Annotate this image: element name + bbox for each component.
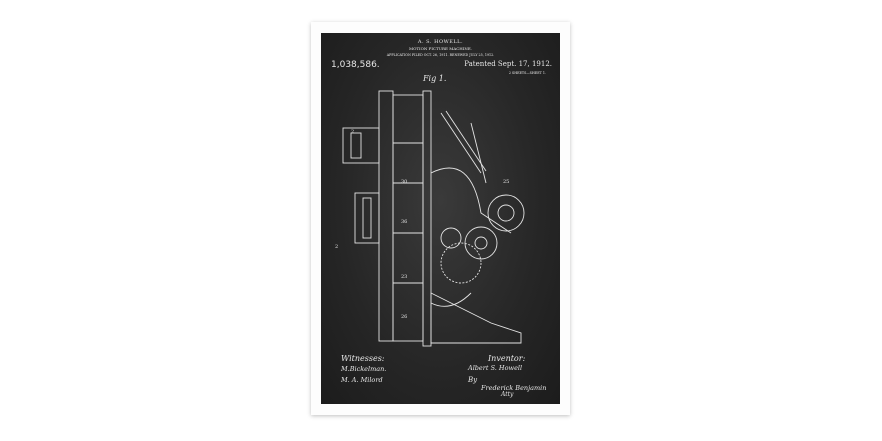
svg-text:23: 23: [401, 274, 407, 280]
svg-text:2: 2: [335, 244, 338, 250]
patent-number: 1,038,586.: [331, 60, 380, 70]
patent-date: Patented Sept. 17, 1912.: [464, 60, 552, 68]
chalkboard-patent-print: A. S. HOWELL. MOTION PICTURE MACHINE. AP…: [321, 33, 560, 404]
svg-text:36: 36: [401, 219, 407, 225]
application-line: APPLICATION FILED OCT. 26, 1911. RENEWED…: [386, 53, 495, 57]
witnesses-label: Witnesses:: [341, 354, 385, 363]
witness-signature-2: M. A. Milord: [341, 376, 383, 384]
svg-text:2: 2: [351, 129, 354, 135]
svg-text:26: 26: [401, 314, 407, 320]
patent-poster-frame: A. S. HOWELL. MOTION PICTURE MACHINE. AP…: [311, 22, 570, 415]
inventor-label: Inventor:: [488, 354, 526, 363]
witness-signature-1: M.Bickelman.: [341, 365, 387, 373]
patent-title: MOTION PICTURE MACHINE.: [408, 46, 473, 51]
figure-label: Fig 1.: [423, 74, 447, 83]
inventor-signature: Albert S. Howell: [468, 364, 523, 372]
by-label: By: [468, 376, 478, 384]
attorney-label: Atty: [501, 391, 514, 398]
sheet-label: 2 SHEETS—SHEET 1.: [508, 71, 546, 75]
attorney-signature: Frederick Benjamin: [481, 384, 547, 392]
svg-text:30: 30: [401, 179, 407, 185]
svg-text:25: 25: [503, 179, 509, 185]
machine-drawing: 2 30 36 25 23 26 2: [335, 90, 525, 347]
inventor-name: A. S. HOWELL.: [417, 39, 464, 45]
